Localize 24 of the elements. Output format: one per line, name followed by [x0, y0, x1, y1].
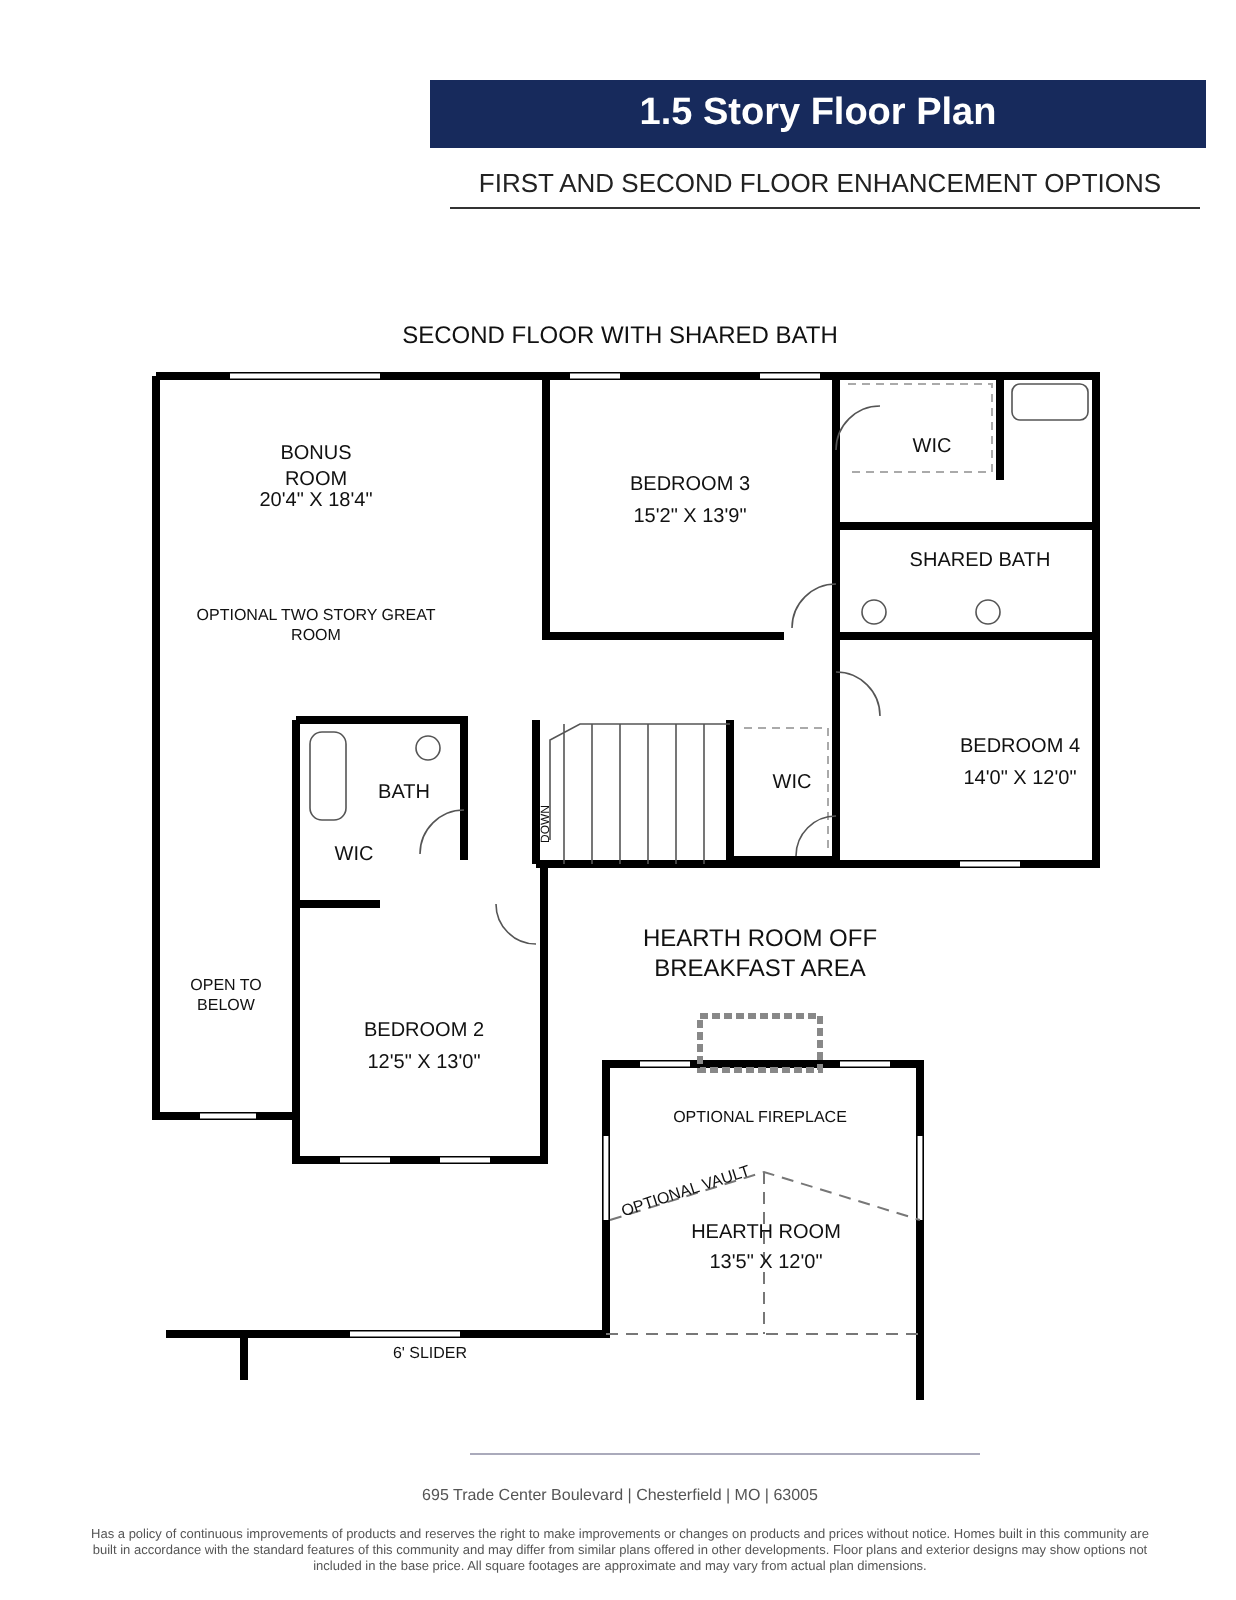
room-name: SHARED BATH	[909, 549, 1051, 575]
room-name: BEDROOM 3	[630, 473, 750, 499]
room-name: BATH	[378, 781, 430, 807]
option-note: OPTIONAL FIREPLACE	[673, 1108, 847, 1128]
room-dimensions: 15'2" X 13'9"	[633, 505, 747, 531]
area-heading: HEARTH ROOM OFF BREAKFAST AREA	[640, 924, 880, 984]
room-name: HEARTH ROOM	[691, 1221, 841, 1247]
room-name: BEDROOM 4	[960, 735, 1080, 761]
room-dimensions: 13'5" X 12'0"	[709, 1251, 823, 1277]
title: 1.5 Story Floor Plan	[639, 92, 997, 136]
room-note: OPTIONAL TWO STORY GREAT ROOM	[196, 606, 436, 646]
subtitle: FIRST AND SECOND FLOOR ENHANCEMENT OPTIONS	[478, 167, 1162, 201]
room-dimensions: 20'4" X 18'4"	[259, 489, 373, 515]
room-name: BONUS ROOM	[278, 443, 354, 492]
room-name: WIC	[772, 771, 812, 797]
room-name: BEDROOM 2	[364, 1019, 484, 1045]
room-name: WIC	[334, 843, 374, 869]
opening-note: 6' SLIDER	[392, 1344, 468, 1364]
room-dimensions: 14'0" X 12'0"	[963, 767, 1077, 793]
room-note: OPEN TO BELOW	[188, 976, 264, 1016]
room-name: WIC	[912, 435, 952, 461]
plan-heading: SECOND FLOOR WITH SHARED BATH	[402, 321, 838, 351]
address: 695 Trade Center Boulevard | Chesterfield | MO | 63005	[422, 1486, 818, 1506]
room-dimensions: 12'5" X 13'0"	[367, 1051, 481, 1077]
